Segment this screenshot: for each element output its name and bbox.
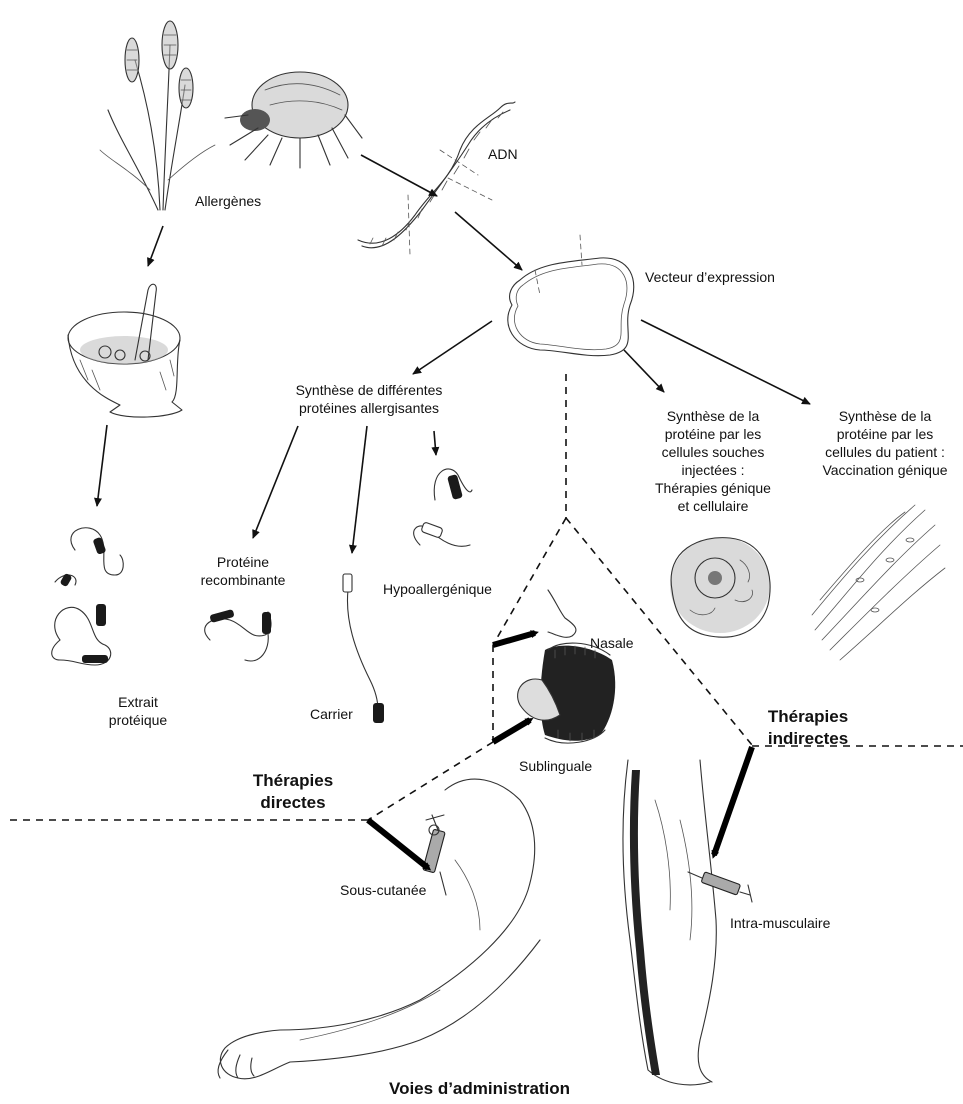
- face-icon: [518, 590, 616, 743]
- label-line: Synthèse de la: [648, 407, 778, 425]
- arrow-allergens-to-mortar: [148, 226, 163, 266]
- label-line: protéines allergisantes: [284, 399, 454, 417]
- arrow-vector-to-stemcells: [624, 350, 664, 392]
- label-line: protéine par les: [812, 425, 958, 443]
- leg-icon: [623, 760, 716, 1085]
- label-line: injectées :: [648, 461, 778, 479]
- label-vecteur: Vecteur d’expression: [645, 268, 775, 286]
- dna-icon: [358, 102, 515, 255]
- plasmid-icon: [508, 235, 634, 356]
- arrow-mortar-to-extract: [97, 425, 107, 506]
- mite-icon: [225, 72, 362, 168]
- wheat-icon: [100, 21, 215, 210]
- arrow-mite-to-dna: [361, 155, 437, 196]
- cell-icon: [670, 537, 770, 637]
- label-sublinguale: Sublinguale: [519, 757, 592, 775]
- label-therapies-directes: Thérapies directes: [243, 770, 343, 814]
- label-line: et cellulaire: [648, 497, 778, 515]
- label-therapies-indirectes: Thérapies indirectes: [758, 706, 858, 750]
- mortar-icon: [68, 284, 182, 417]
- label-nasale: Nasale: [590, 634, 634, 652]
- label-voies-administration: Voies d’administration: [389, 1078, 570, 1100]
- label-synthese-souches: Synthèse de la protéine par les cellules…: [648, 407, 778, 515]
- label-synthese-patient: Synthèse de la protéine par les cellules…: [812, 407, 958, 479]
- arm-icon: [218, 779, 540, 1079]
- muscle-fibers-icon: [812, 505, 945, 660]
- dash-sublingual-to-direct: [368, 742, 493, 820]
- arrow-subcutaneous: [368, 820, 428, 868]
- label-line: Protéine: [198, 553, 288, 571]
- label-line: directes: [243, 792, 343, 814]
- label-extrait-proteique: Extrait protéique: [98, 693, 178, 729]
- arrow-dna-to-vector: [455, 212, 522, 270]
- label-line: Synthèse de la: [812, 407, 958, 425]
- label-line: Thérapies génique: [648, 479, 778, 497]
- label-line: protéique: [98, 711, 178, 729]
- arrow-to-carrier: [352, 426, 367, 553]
- label-carrier: Carrier: [310, 705, 353, 723]
- dash-left-to-nasal: [493, 518, 566, 645]
- label-synthese-differentes: Synthèse de différentes protéines allerg…: [284, 381, 454, 417]
- label-hypoallergenique: Hypoallergénique: [383, 580, 492, 598]
- arrow-intramuscular: [714, 747, 752, 855]
- label-line: cellules souches: [648, 443, 778, 461]
- label-sous-cutanee: Sous-cutanée: [340, 881, 426, 899]
- arrow-sublingual: [493, 720, 530, 742]
- label-line: cellules du patient :: [812, 443, 958, 461]
- label-line: Vaccination génique: [812, 461, 958, 479]
- arrow-to-hypoallergenic: [434, 431, 436, 455]
- arrow-to-recombinant: [253, 426, 298, 538]
- syringe-icon-2: [688, 872, 752, 902]
- label-allergenes: Allergènes: [195, 192, 261, 210]
- label-proteine-recombinante: Protéine recombinante: [198, 553, 288, 589]
- label-line: Extrait: [98, 693, 178, 711]
- label-line: recombinante: [198, 571, 288, 589]
- label-line: indirectes: [758, 728, 858, 750]
- label-intra-musculaire: Intra-musculaire: [730, 914, 830, 932]
- label-adn: ADN: [488, 145, 518, 163]
- label-line: Thérapies: [758, 706, 858, 728]
- label-line: Synthèse de différentes: [284, 381, 454, 399]
- arrow-vector-to-patient: [641, 320, 810, 404]
- label-line: Thérapies: [243, 770, 343, 792]
- arrow-vector-to-synthesis: [413, 321, 492, 374]
- label-line: protéine par les: [648, 425, 778, 443]
